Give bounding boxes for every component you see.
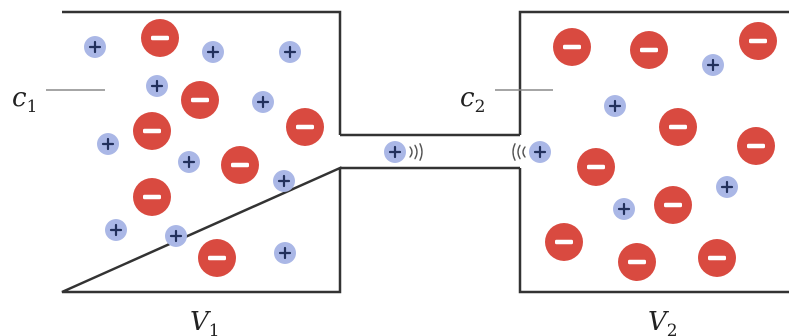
cation-icon bbox=[97, 133, 119, 155]
anion-icon bbox=[198, 239, 236, 277]
anion-icon bbox=[737, 127, 775, 165]
anion-icon bbox=[133, 112, 171, 150]
cation-icon bbox=[202, 41, 224, 63]
cation-icon bbox=[384, 141, 406, 163]
cation-icon bbox=[613, 198, 635, 220]
channel-ions bbox=[384, 141, 551, 163]
cation-icon bbox=[178, 151, 200, 173]
anion-icon bbox=[654, 186, 692, 224]
cation-icon bbox=[105, 219, 127, 241]
anion-icon bbox=[618, 243, 656, 281]
right-container-outline bbox=[518, 10, 789, 294]
cation-icon bbox=[165, 225, 187, 247]
v1-label: V1 bbox=[190, 307, 220, 336]
anion-icon bbox=[221, 146, 259, 184]
anion-icon bbox=[181, 81, 219, 119]
cation-icon bbox=[702, 54, 724, 76]
wave-arc-icon bbox=[512, 143, 526, 161]
anion-icon bbox=[739, 22, 777, 60]
cation-icon bbox=[716, 176, 738, 198]
anion-icon bbox=[141, 19, 179, 57]
left-container-ions bbox=[84, 19, 324, 277]
wave-arc-icon bbox=[409, 143, 423, 161]
cation-icon bbox=[279, 41, 301, 63]
anion-icon bbox=[630, 31, 668, 69]
anion-icon bbox=[286, 108, 324, 146]
anion-icon bbox=[553, 28, 591, 66]
right-container-ions bbox=[545, 22, 777, 281]
anion-icon bbox=[659, 108, 697, 146]
anion-icon bbox=[577, 148, 615, 186]
c2-label: c2 bbox=[460, 83, 485, 117]
cation-icon bbox=[529, 141, 551, 163]
left-container-outline bbox=[61, 10, 342, 294]
cation-icon bbox=[84, 36, 106, 58]
v2-label: V2 bbox=[648, 307, 678, 336]
containers bbox=[61, 10, 789, 294]
c1-label: c1 bbox=[12, 83, 37, 117]
cation-icon bbox=[274, 242, 296, 264]
cation-icon bbox=[252, 91, 274, 113]
anion-icon bbox=[698, 239, 736, 277]
cation-icon bbox=[273, 170, 295, 192]
cation-icon bbox=[604, 95, 626, 117]
anion-icon bbox=[133, 178, 171, 216]
anion-icon bbox=[545, 223, 583, 261]
cation-icon bbox=[146, 75, 168, 97]
